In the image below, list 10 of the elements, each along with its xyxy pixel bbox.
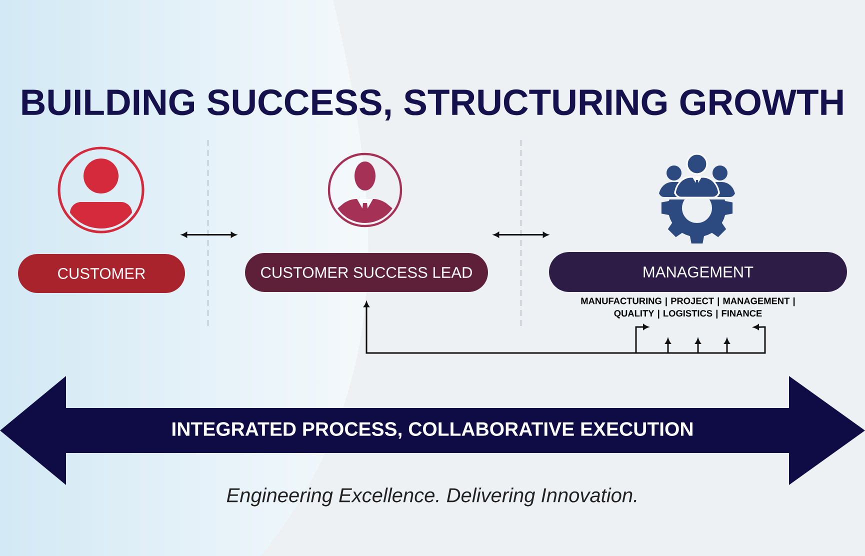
title: BUILDING SUCCESS, STRUCTURING GROWTH [22,89,843,121]
caption: Engineering Excellence. Delivering Innovation. [226,488,636,506]
double-arrow-band: INTEGRATED PROCESS, COLLABORATIVE EXECUTION [0,376,865,485]
department-list: MANUFACTURING | PROJECT | MANAGEMENT | QUALITY | LOGISTICS | FINANCE [581,297,795,319]
pill-box: CUSTOMER SUCCESS LEAD [245,253,488,292]
arrow [182,232,236,238]
pill-box: MANAGEMENT [549,252,847,292]
pill-box: CUSTOMER [18,254,185,293]
arrow [494,232,548,238]
arrow [364,302,766,354]
